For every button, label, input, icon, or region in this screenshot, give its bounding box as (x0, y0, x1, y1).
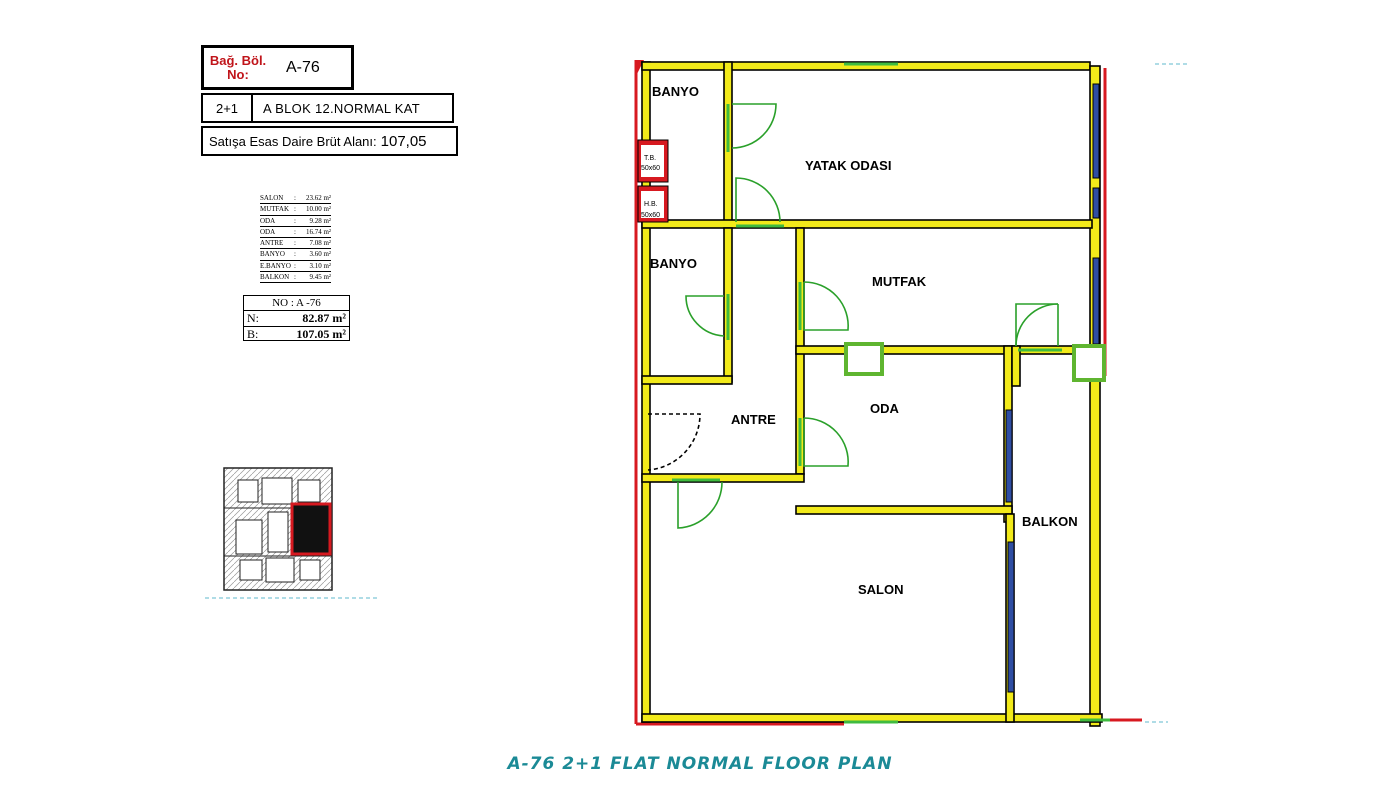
no-label: No: (227, 66, 249, 82)
key-plan-unit-highlight (290, 502, 332, 556)
room-banyo-mid: BANYO (650, 256, 697, 271)
unit-id-label: Bağ. Böl. No: (204, 52, 272, 82)
room-oda: ODA (870, 401, 900, 416)
room-antre: ANTRE (731, 412, 776, 427)
room-yatak-odasi: YATAK ODASI (805, 158, 891, 173)
room-salon: SALON (858, 582, 904, 597)
shaft-hb-size: 50x60 (641, 212, 660, 219)
unit-id-value: A-76 (286, 58, 320, 76)
area-row: SALON:23.62 m² (260, 193, 331, 205)
ref-marks (1145, 63, 1190, 723)
bag-bol-label: Bağ. Böl. (209, 52, 267, 68)
shaft-tb-size: 50x60 (641, 165, 660, 172)
key-plan (223, 467, 333, 591)
unit-id-box: Bağ. Böl. No: A-76 (201, 45, 354, 90)
plan-caption: A-76 2+1 FLAT NORMAL FLOOR PLAN (507, 754, 893, 774)
net-gross-box: NO : A -76 N: 82.87 m² B: 107.05 m² (243, 295, 350, 341)
room-balkon: BALKON (1022, 514, 1078, 529)
area-row: ODA:9.28 m² (260, 216, 331, 227)
gross-area-box: Satışa Esas Daire Brüt Alanı: 107,05 (201, 126, 458, 156)
room-mutfak: MUTFAK (872, 274, 927, 289)
gross-area-value: 107,05 (380, 132, 427, 150)
area-row: E.BANYO:3.10 m² (260, 261, 331, 273)
unit-type-box: 2+1 A BLOK 12.NORMAL KAT (201, 93, 454, 123)
area-row: ANTRE:7.08 m² (260, 238, 331, 250)
shafts (637, 139, 1106, 382)
shaft-hb-label: H.B. (644, 201, 658, 208)
no-box-title: NO : A -76 (244, 296, 349, 311)
gross-area-total: 107.05 m² (296, 327, 346, 341)
area-list: SALON:23.62 m² MUTFAK:10.00 m² ODA:9.28 … (260, 193, 331, 284)
block-floor: A BLOK 12.NORMAL KAT (263, 100, 420, 116)
area-row: BANYO:3.60 m² (260, 249, 331, 261)
unit-type: 2+1 (203, 95, 253, 121)
windows (1005, 83, 1100, 693)
area-row: ODA:16.74 m² (260, 227, 331, 239)
shaft-tb-label: T.B. (644, 155, 656, 162)
doors (677, 103, 1059, 529)
room-banyo-top: BANYO (652, 84, 699, 99)
net-row: N: 82.87 m² (244, 311, 349, 327)
gross-row: B: 107.05 m² (244, 327, 349, 342)
area-row: BALKON:9.45 m² (260, 272, 331, 284)
gross-area-label: Satışa Esas Daire Brüt Alanı: (209, 133, 377, 149)
openings (672, 62, 1110, 724)
area-row: MUTFAK:10.00 m² (260, 204, 331, 216)
net-area-value: 82.87 m² (302, 311, 346, 325)
entrance-door (647, 413, 701, 471)
